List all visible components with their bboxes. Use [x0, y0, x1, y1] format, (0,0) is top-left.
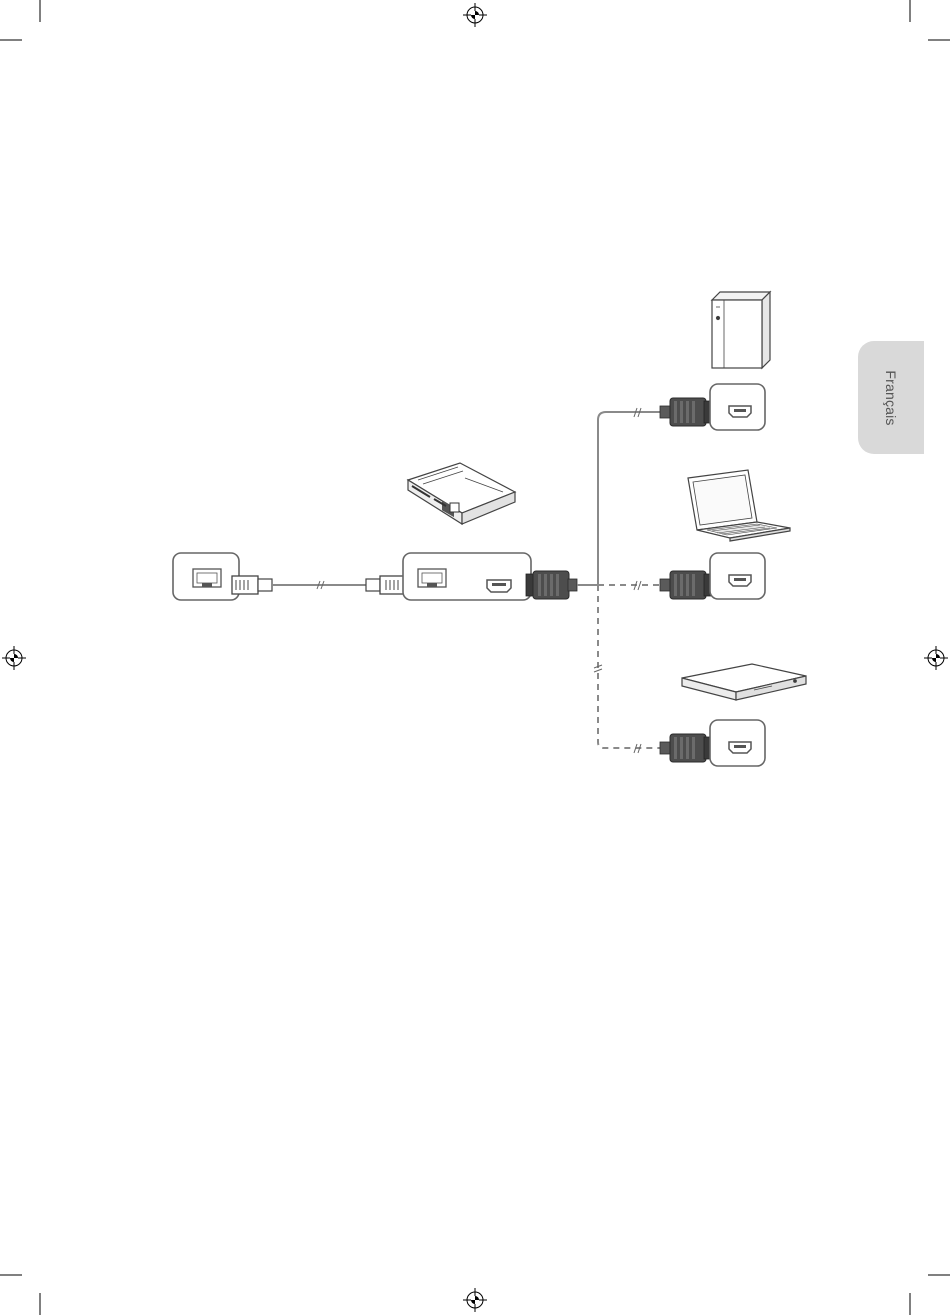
hdmi-port-icon	[487, 580, 511, 592]
lan-port-icon	[418, 569, 446, 587]
source-1-hdmi-port-box	[710, 384, 765, 430]
lan-cable	[272, 581, 366, 589]
source-2-hdmi-port-box	[710, 553, 765, 599]
language-tab[interactable]: Français	[858, 341, 924, 454]
hdmi-plug-source-1-icon	[660, 398, 713, 426]
lan-port-icon	[193, 569, 221, 587]
hdmi-plug-source-3-icon	[660, 734, 713, 762]
desktop-tower-icon	[712, 292, 770, 368]
hdmi-plug-source-2-icon	[660, 571, 713, 599]
hdmi-plug-hdbaset-icon	[526, 571, 577, 599]
hdbaset-receiver-icon	[408, 463, 515, 524]
hdbaset-port-box	[403, 553, 531, 600]
registration-mark-top-icon	[463, 3, 487, 27]
laptop-icon	[688, 470, 790, 541]
media-player-icon	[682, 664, 806, 700]
rj45-plug-right-icon	[366, 576, 406, 594]
source-3-hdmi-port-box	[710, 720, 765, 766]
rj45-plug-left-icon	[232, 576, 272, 594]
registration-mark-left-icon	[2, 646, 26, 670]
hdmi-cable-trunk	[577, 408, 664, 753]
registration-mark-right-icon	[924, 646, 948, 670]
language-tab-label: Français	[883, 370, 899, 425]
display-lan-port-box	[173, 553, 239, 600]
registration-mark-bottom-icon	[463, 1288, 487, 1312]
